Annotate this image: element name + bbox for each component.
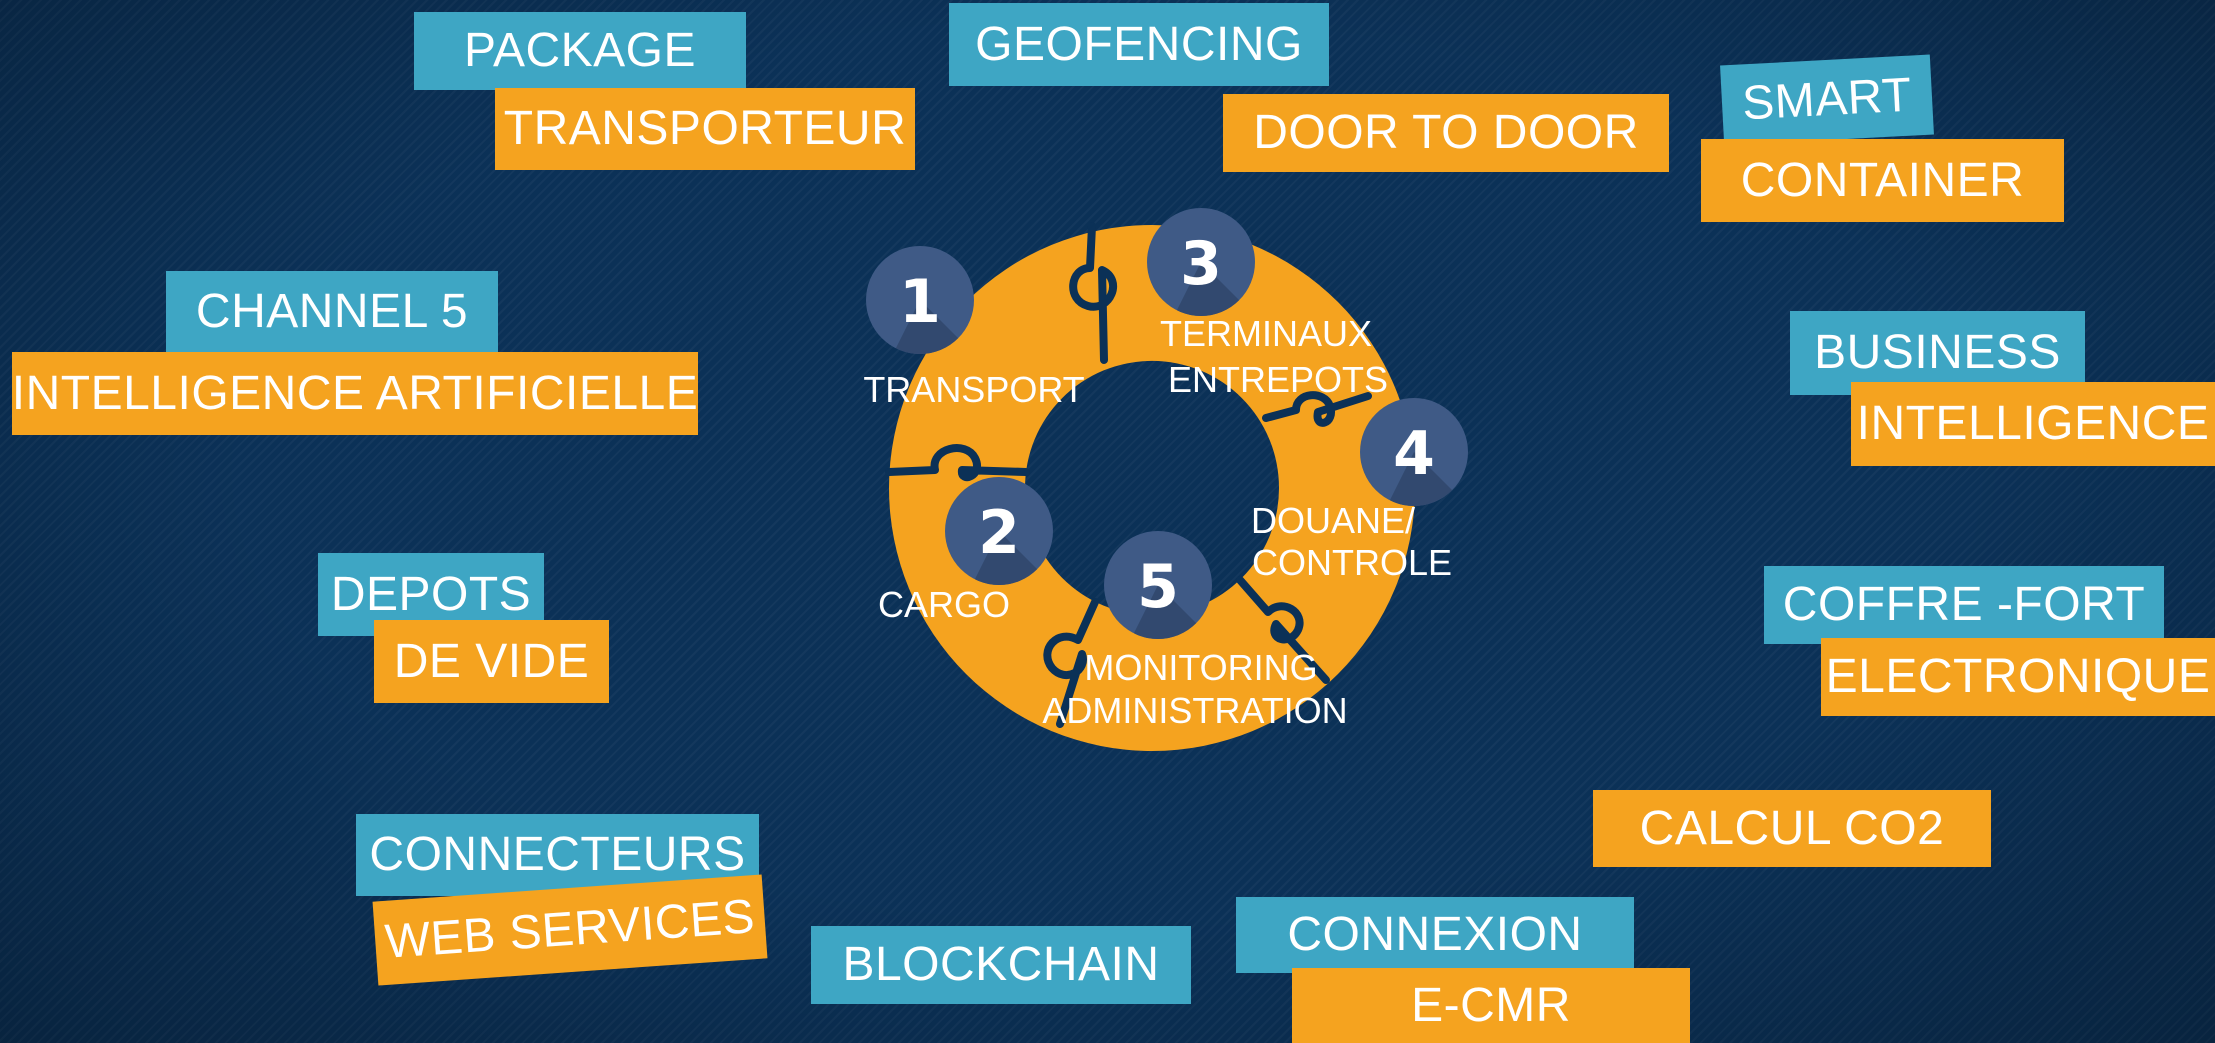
step-number-4: 4: [1393, 419, 1435, 489]
step-badge-5: 5: [1104, 531, 1212, 639]
tag-geofencing: GEOFENCING: [949, 3, 1329, 86]
step-label-administration: ADMINISTRATION: [1042, 690, 1347, 731]
step-label-controle: CONTROLE: [1252, 542, 1452, 583]
step-number-3: 3: [1180, 229, 1222, 299]
step-number-1: 1: [899, 267, 941, 337]
tag-intelligence: INTELLIGENCE: [1851, 382, 2215, 466]
tag-e-cmr: E-CMR: [1292, 968, 1690, 1043]
tag-connexion: CONNEXION: [1236, 897, 1634, 973]
step-label-cargo: CARGO: [878, 584, 1010, 625]
tag-blockchain: BLOCKCHAIN: [811, 926, 1191, 1004]
wheel-ring: [889, 225, 1415, 751]
tag-transporteur: TRANSPORTEUR: [495, 88, 915, 170]
tag-business: BUSINESS: [1790, 311, 2085, 395]
step-number-2: 2: [978, 498, 1020, 568]
step-label-transport: TRANSPORT: [863, 369, 1084, 410]
tag-intelligence-artificielle: INTELLIGENCE ARTIFICIELLE: [12, 352, 698, 435]
tag-calcul-co2: CALCUL CO2: [1593, 790, 1991, 867]
step-number-5: 5: [1137, 552, 1179, 622]
step-badge-3: 3: [1147, 208, 1255, 316]
step-badge-2: 2: [945, 477, 1053, 585]
tag-de-vide: DE VIDE: [374, 620, 609, 703]
tag-electronique: ELECTRONIQUE: [1821, 638, 2215, 716]
step-label-douane: DOUANE/: [1251, 500, 1415, 541]
tag-channel-5: CHANNEL 5: [166, 271, 498, 352]
step-badge-4: 4: [1360, 398, 1468, 506]
tag-package: PACKAGE: [414, 12, 746, 90]
puzzle-seams: [885, 222, 1372, 728]
step-badge-1: 1: [866, 246, 974, 354]
tag-coffre-fort: COFFRE -FORT: [1764, 566, 2164, 644]
step-label-entrepots: ENTREPOTS: [1168, 359, 1388, 400]
step-label-terminaux: TERMINAUX: [1160, 313, 1372, 354]
tag-door-to-door: DOOR TO DOOR: [1223, 94, 1669, 172]
step-label-monitoring: MONITORING: [1084, 647, 1317, 688]
tag-container: CONTAINER: [1701, 139, 2064, 222]
